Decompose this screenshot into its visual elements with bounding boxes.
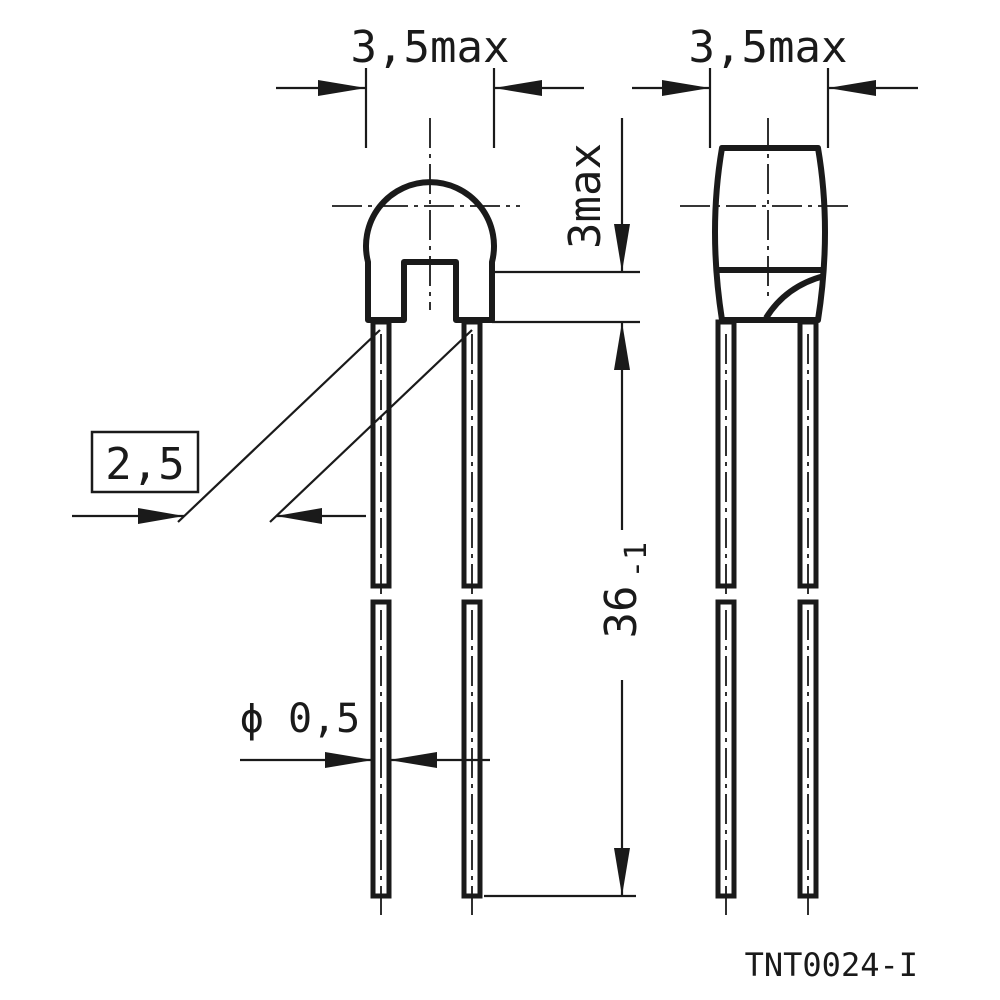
dimension-width-left: 3,5max [276,22,584,148]
dimension-width-left-label: 3,5max [351,22,510,73]
dimension-height-body-label: 3max [560,143,611,249]
dimension-width-right-label: 3,5max [689,22,848,73]
side-view [680,118,850,915]
dimension-lead-length-label: 36 [596,586,647,639]
dimension-width-right: 3,5max [632,22,918,148]
dimension-lead-spacing: 2,5 [72,329,473,524]
dimension-height-body: 3max [492,118,640,274]
dimension-lead-length-tolerance: -1 [619,542,654,578]
front-view-body [363,179,497,323]
drawing-id: TNT0024-I [745,946,918,984]
side-view-body [712,145,828,323]
front-view [332,118,520,915]
dimension-lead-spacing-label: 2,5 [105,439,184,490]
dimension-lead-spacing-box [90,430,200,494]
dimension-lead-length: 36 -1 [484,320,654,898]
dimension-lead-diameter: ϕ 0,5 [240,696,490,768]
dimension-lead-diameter-label: ϕ 0,5 [240,696,360,742]
side-view-flat-arc [763,273,825,320]
